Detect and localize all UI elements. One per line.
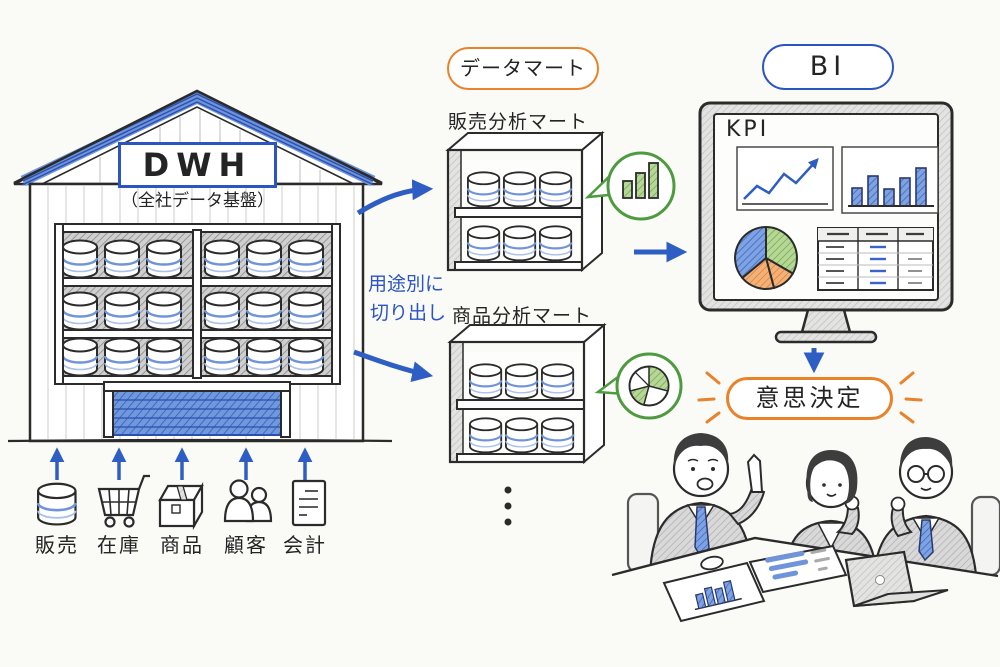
dwh-shelf-unit	[54, 223, 341, 385]
shutter-door	[103, 381, 291, 438]
cart-icon	[97, 474, 150, 528]
roof	[13, 89, 383, 190]
arrow-to-product-mart	[353, 349, 434, 383]
dwh-sign: DWH	[118, 142, 277, 188]
report-paper-lines	[748, 544, 848, 594]
box-icon	[158, 481, 204, 531]
sales-mart-label: 販売分析マート	[447, 111, 588, 133]
database-icon	[36, 482, 77, 526]
warehouse-building	[7, 89, 393, 443]
source-input-arrows	[49, 447, 313, 480]
monitor-stand	[774, 308, 878, 344]
sales-mart-shelf	[445, 130, 605, 273]
glasses-icon	[907, 465, 945, 483]
bar-chart-bubble	[584, 151, 676, 221]
source-label-product: 商品	[160, 533, 204, 557]
dwh-subtitle: （全社データ基盤）	[121, 191, 274, 211]
bi-section-label: BI	[762, 44, 894, 90]
pie-chart-icon	[628, 365, 670, 407]
meeting-scene	[611, 433, 1000, 662]
source-label-sales: 販売	[35, 533, 79, 557]
product-mart-label: 商品分析マート	[451, 305, 592, 327]
split-note-line1: 用途別に	[367, 273, 444, 295]
report-paper-bar-chart	[662, 561, 766, 623]
product-mart-shelf	[447, 322, 607, 465]
people-icon	[223, 479, 273, 523]
document-icon	[291, 479, 327, 527]
split-note-line2: 切り出し	[369, 302, 446, 324]
decision-sparkles	[697, 371, 923, 424]
datamart-section-label: データマート	[447, 47, 599, 90]
bar-chart-icon	[622, 162, 659, 199]
source-label-accounting: 会計	[283, 533, 327, 557]
source-label-customer: 顧客	[224, 533, 268, 557]
ground-line	[7, 438, 393, 443]
pie-chart-bubble	[594, 352, 683, 420]
hand-on-table	[700, 555, 724, 571]
kpi-screen-title: KPI	[726, 117, 770, 142]
arrow-to-sales-mart	[356, 179, 434, 216]
decision-label: 意思決定	[726, 377, 893, 420]
bar-chart-widget	[841, 146, 939, 214]
table-widget	[817, 227, 934, 291]
line-chart-widget	[736, 146, 834, 211]
laptop-icon	[844, 550, 949, 608]
chair-right	[970, 495, 1000, 577]
gable-planks	[99, 110, 321, 183]
pie-chart-widget	[734, 225, 798, 290]
bi-monitor	[698, 101, 954, 344]
vertical-ellipsis-dots	[504, 486, 512, 526]
source-label-inventory: 在庫	[97, 533, 141, 557]
